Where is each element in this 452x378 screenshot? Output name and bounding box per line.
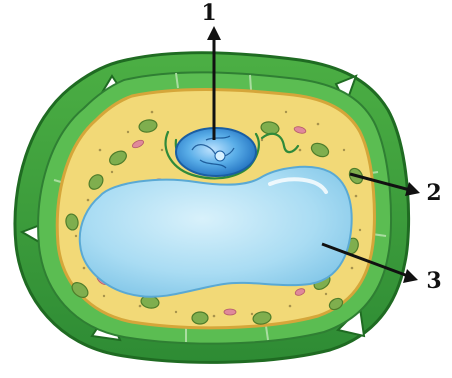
nucleolus (215, 151, 225, 161)
arrow-3-head (403, 269, 418, 283)
label-3: 3 (426, 268, 441, 294)
nucleus (176, 128, 256, 176)
arrow-1-head (207, 26, 221, 40)
label-2: 2 (426, 180, 441, 206)
vacuole (80, 167, 352, 297)
label-1: 1 (201, 0, 216, 26)
